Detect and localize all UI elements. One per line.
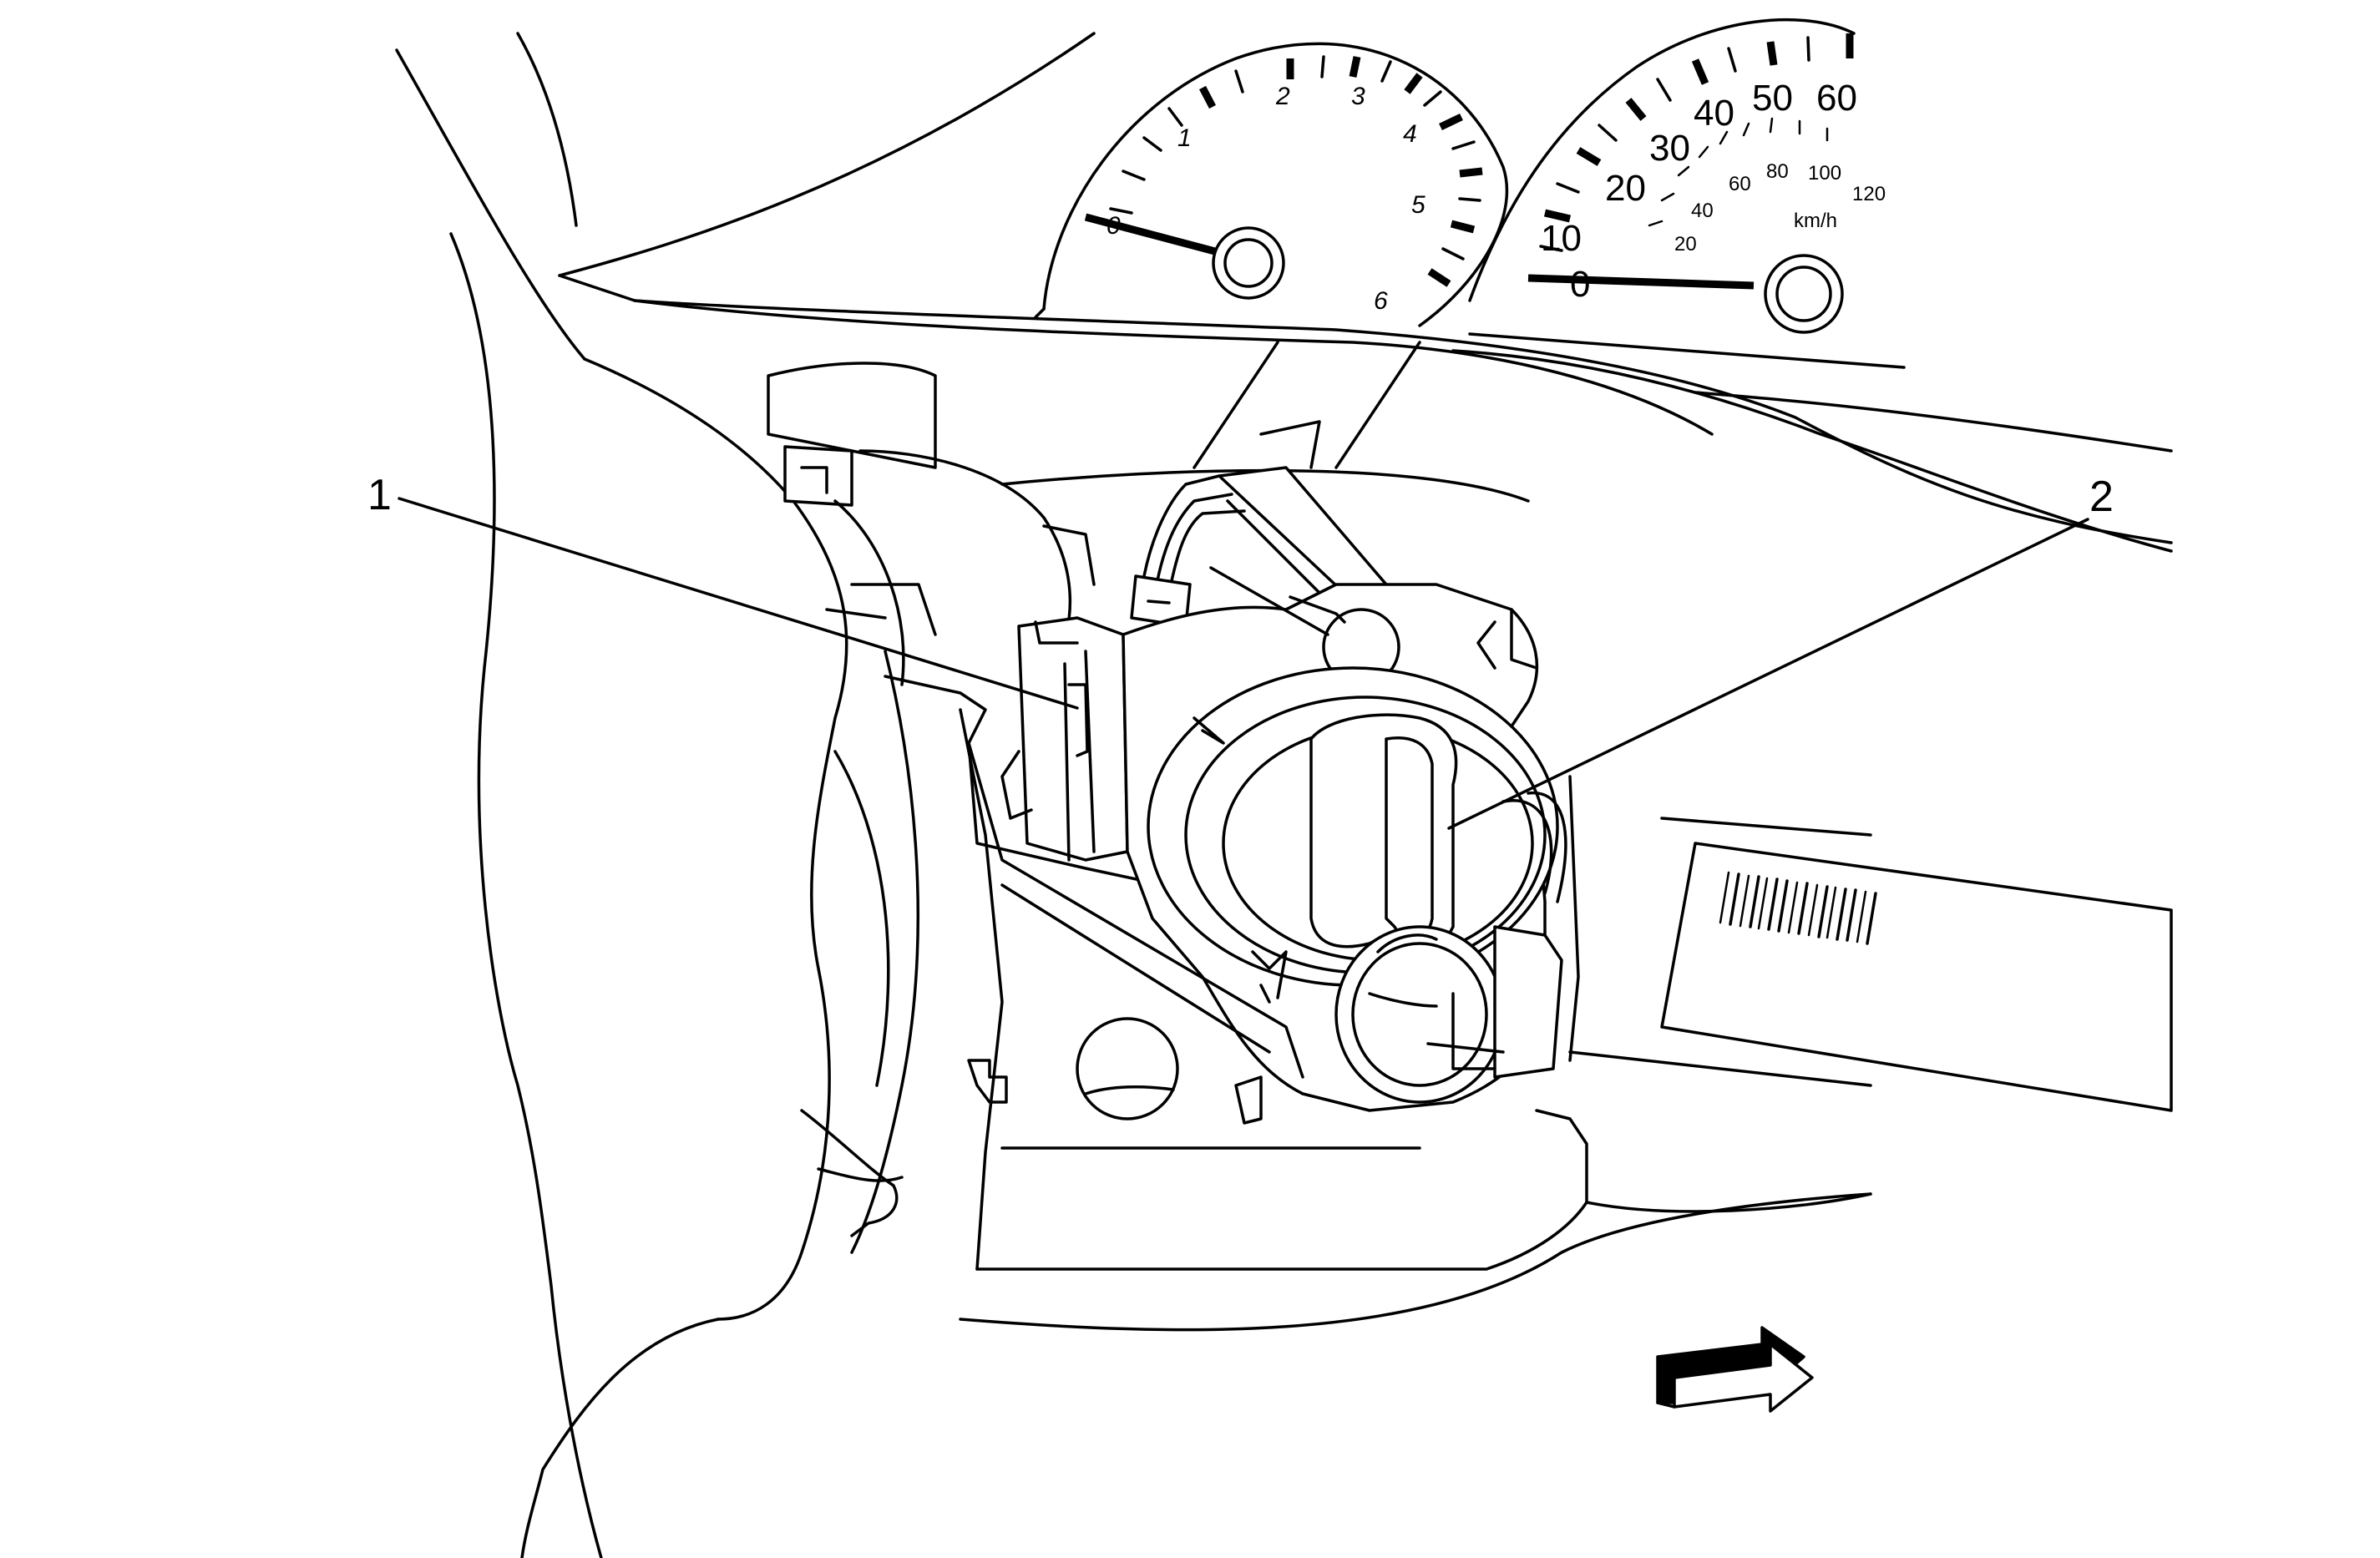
- lower-trim-panel: [959, 708, 1872, 1332]
- callout-1: 1: [367, 471, 392, 519]
- speedometer-mph-0: 0: [1570, 264, 1590, 305]
- leader-lines: [398, 497, 2089, 830]
- tachometer-label-3: 3: [1351, 83, 1365, 110]
- leader-line-2: [1447, 518, 2089, 830]
- tachometer-label-6: 6: [1374, 287, 1388, 315]
- tachometer-label-2: 2: [1275, 83, 1290, 110]
- ignition-switch-assembly: [767, 341, 1567, 1112]
- speedometer-ticks: [1539, 33, 1854, 252]
- dash-top-edge: [558, 32, 2173, 553]
- tachometer-label-4: 4: [1403, 120, 1417, 148]
- leader-line-1: [398, 497, 1079, 710]
- ignition-key: [1309, 713, 1458, 955]
- speedometer-unit: km/h: [1794, 210, 1837, 232]
- speedometer-mph-40: 40: [1694, 93, 1734, 134]
- tachometer-label-5: 5: [1411, 191, 1425, 219]
- speedometer-mph-60: 60: [1816, 78, 1857, 119]
- speedometer-kmh-40: 40: [1691, 200, 1714, 222]
- trim-hole: [1076, 1017, 1179, 1120]
- tachometer: 0 1 2 3 4 5 6: [1034, 42, 1509, 327]
- steering-column-shroud: [395, 32, 920, 1558]
- speedometer: 0 10 20 30 40 50 60 20 40 60 80 100 120 …: [1468, 18, 1886, 334]
- speedometer-kmh-100: 100: [1808, 162, 1841, 185]
- tachometer-ticks: [1109, 55, 1483, 287]
- speedometer-kmh-60: 60: [1729, 173, 1751, 195]
- speedometer-mph-10: 10: [1541, 218, 1582, 259]
- barcode: [1719, 871, 1877, 945]
- tachometer-needle: [1084, 213, 1229, 259]
- callout-2: 2: [2089, 473, 2114, 521]
- view-direction-arrow-icon: [1656, 1326, 1814, 1413]
- speedometer-mph-20: 20: [1605, 168, 1646, 209]
- speedometer-mph-50: 50: [1752, 78, 1793, 119]
- speedometer-needle: [1527, 274, 1755, 290]
- barcode-label: [1660, 842, 2173, 1112]
- speedometer-kmh-120: 120: [1852, 183, 1886, 205]
- speedometer-kmh-80: 80: [1766, 160, 1789, 183]
- tachometer-label-1: 1: [1177, 124, 1192, 152]
- speedometer-mph-30: 30: [1649, 128, 1690, 169]
- speedometer-kmh-20: 20: [1674, 233, 1697, 255]
